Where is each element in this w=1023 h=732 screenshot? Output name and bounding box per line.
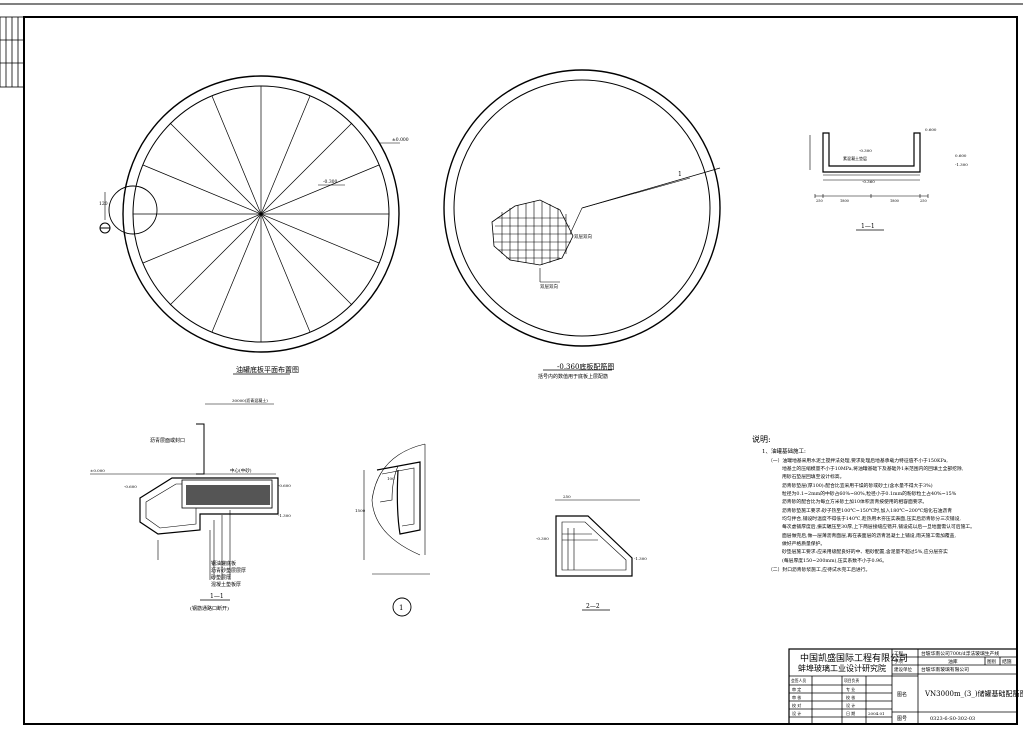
- client-value: 台玻华南玻璃有限公司: [921, 666, 969, 673]
- note-line-10: 面层做完后,做一层薄沥青面层,再在表面层的沥青混凝土上铺设,雨天施工需加覆盖,: [782, 532, 956, 539]
- sign-role-3: 校 对: [792, 702, 801, 708]
- gravel-fill-hatch: [186, 485, 270, 505]
- note-line-4: 沥青砂垫层(厚100):配合比宜采用干燥的砂或砂土(含水量不得大于3%): [782, 482, 933, 489]
- sec11-label-1: -0.300: [859, 148, 872, 153]
- mesh-label-1: 双层双向: [540, 283, 558, 290]
- note-line-2: 地基土的压缩模量不小于10MPa,将油罐基础下及基础外1米范围内的回填土全部挖除…: [782, 465, 964, 472]
- foot-label-8: -0.600: [278, 483, 291, 488]
- sign-role2-3: 设 计: [846, 702, 855, 708]
- foot-label-7: 混凝土垫板厚: [211, 581, 241, 588]
- institute-name: 蚌埠玻璃工业设计研究院: [798, 663, 886, 673]
- drawing-value: VN3000m_(3_)储罐基础配筋图: [924, 689, 1023, 698]
- sign-role-1: 审 定: [792, 686, 801, 692]
- foot-label-2: 中心(中砂): [230, 467, 252, 474]
- note-line-14: （二）封口沥青砂浆施工,应待试水完工后进行。: [768, 566, 870, 573]
- section-1-1-title: 1—1: [861, 223, 875, 230]
- foot-label-0: 30000(沥青混凝土): [232, 397, 268, 403]
- company-name: 中国凯盛国际工程有限公司: [800, 652, 908, 664]
- project-label: 工程: [894, 650, 903, 657]
- title-block: [788, 648, 1018, 725]
- foot-label-6: 砂垫层厚: [211, 574, 231, 581]
- foot-section-title: 1—1: [210, 593, 224, 600]
- sec22-label-1: -0.300: [536, 536, 549, 541]
- sec11-label-4: -1.300: [955, 162, 968, 167]
- sign-date: 2004.01: [868, 711, 885, 716]
- note-line-0: 1、油罐基础施工:: [762, 447, 806, 455]
- foot-label-5: 沥青砂垫层层厚: [211, 567, 246, 574]
- foot-label-4: 钢油罐底板: [211, 560, 236, 567]
- foot-label-1: 沥青层面或封口: [150, 437, 185, 444]
- section-1-1-detail: [809, 132, 929, 231]
- note-line-8: 均匀拌合,铺设时温度不得低于140℃,趁热用木夯压实表面,压实后沥青砂分三次铺设…: [782, 515, 961, 522]
- tank-base-layout-plan: [99, 75, 400, 375]
- sign-role-4: 设 计: [792, 710, 801, 716]
- foot-label-3: ±0.000: [90, 468, 105, 473]
- sign-role2-1: 专 业: [846, 686, 855, 692]
- sec11-label-9: 250: [920, 199, 927, 203]
- note-line-6: 沥青砂的配合比为每立方米砂土加10体积沥青按使用的相容面要求。: [782, 498, 927, 505]
- sec11-label-8: 1800: [890, 199, 899, 203]
- detail-1-marker: 1: [399, 604, 403, 612]
- notes-heading: 说明:: [752, 434, 771, 444]
- mesh-label-2: 1: [678, 171, 682, 178]
- sec11-label-3: 0.600: [955, 153, 967, 158]
- note-line-5: 粒径为0.1~2mm的中砂占60%~80%,粒径小于0.1mm的粉砂粒土占40%…: [782, 490, 957, 497]
- foot-section-subtitle: (钢筋通路口断开): [190, 605, 229, 612]
- sec11-label-2: -0.360: [862, 179, 875, 184]
- section-2-2-title: 2—2: [586, 603, 600, 610]
- foot-label-10: -0.600: [124, 484, 137, 489]
- note-line-7: 沥青砂垫施工要求:砂子热至100℃~150℃时,加入180℃~200℃熔化石油沥…: [782, 507, 952, 514]
- plan-dim: 120: [99, 201, 108, 207]
- number-value: 0323-6-S0-302-03: [930, 716, 975, 722]
- plan-label-0: ±0.000: [392, 137, 409, 143]
- drawing-border: [23, 16, 1018, 725]
- detail-1: [363, 443, 430, 617]
- section-2-2-detail: [555, 499, 640, 611]
- item-value: 油库: [948, 658, 958, 665]
- foot-label-9: -1.300: [278, 513, 291, 518]
- mesh-label-0: 双层双向: [574, 233, 592, 240]
- sign-role2-4: 日 期: [846, 710, 855, 716]
- plan-label-1: -0.300: [323, 179, 338, 185]
- reinforcement-plan-subtitle: 括号内的数值用于底板上层配筋: [538, 373, 608, 380]
- note-line-11: 做好严格质量保护。: [782, 540, 825, 547]
- margin-strip: [0, 16, 25, 88]
- sign-role2-2: 校 核: [846, 694, 855, 700]
- sign-role2-0: 项目负责: [844, 678, 859, 683]
- sign-role-2: 审 核: [792, 694, 801, 700]
- note-line-3: 用砂石垫层回填至设计标高。: [782, 473, 844, 480]
- stage-value: 结施: [1002, 658, 1012, 665]
- item-label: 子项: [894, 658, 903, 665]
- sign-role-0: 会签人员: [791, 678, 806, 683]
- note-line-13: (每层厚度150~200mm),压实系数不小于0.96。: [782, 557, 887, 564]
- detail-1-label-1: 1500: [355, 508, 366, 513]
- sec22-label-0: 250: [563, 494, 571, 499]
- stage-label: 图别: [987, 658, 996, 665]
- note-line-9: 每次虚铺厚度后,振实碾压至30厚,上下两层接缝应错开,铺设成以后一旦地面需认可后…: [782, 523, 975, 530]
- sec11-label-7: 1800: [840, 199, 849, 203]
- sec11-label-0: 0.600: [925, 127, 937, 132]
- sec11-label-6: 250: [816, 199, 823, 203]
- reinforcement-plan-title: -0.360底板配筋图: [557, 362, 614, 371]
- base-reinforcement-plan: [443, 69, 721, 371]
- sec22-label-2: -1.300: [634, 556, 647, 561]
- sec11-label-5: 素混凝土垫层: [843, 155, 867, 161]
- number-label: 图号: [897, 716, 907, 722]
- notes-block: 说明: 1、油罐基础施工: （一）油罐地基采用水泥土搅拌法处理,要求处理后地基承…: [752, 434, 975, 573]
- note-line-12: 砂垫层施工要求:应采用级配良好的中、粗砂配置,含泥量不超过5%,应分层夯实: [782, 548, 948, 555]
- top-left-plan-title: 油罐底板平面布置图: [236, 365, 299, 374]
- drawing-label: 图名: [897, 691, 907, 698]
- client-label: 建设单位: [894, 666, 912, 673]
- detail-1-label-0: 100: [387, 476, 395, 481]
- rebar-mesh-patch: [493, 201, 572, 265]
- note-line-1: （一）油罐地基采用水泥土搅拌法处理,要求处理后地基承载力特征值不小于150KPa…: [768, 457, 948, 464]
- project-value: 台玻华南公司700t/d浮法玻璃生产线: [921, 650, 999, 657]
